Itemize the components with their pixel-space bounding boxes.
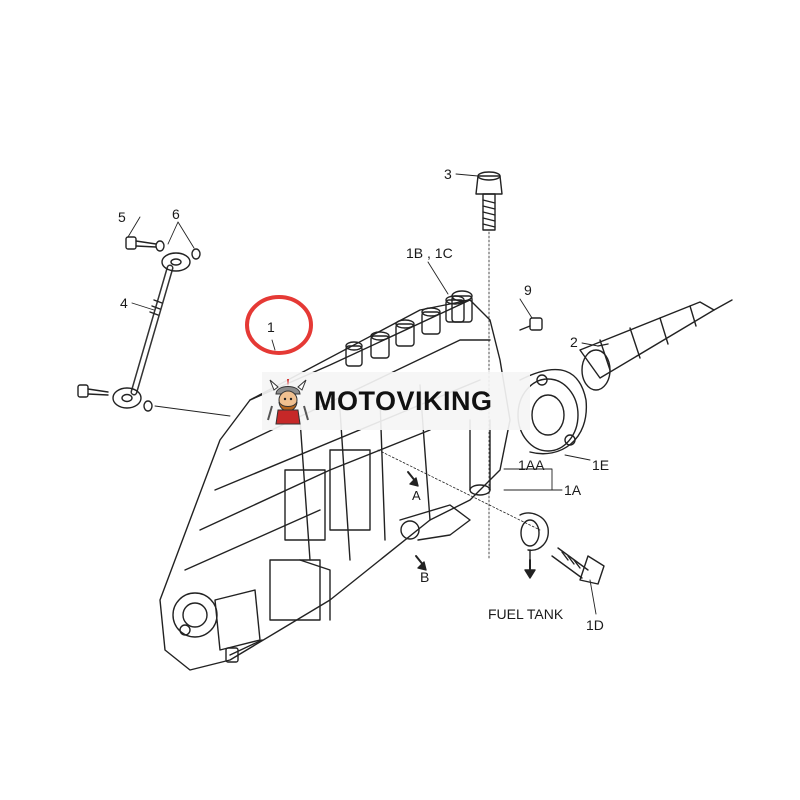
callout-9: 9 bbox=[524, 282, 532, 298]
callout-3: 3 bbox=[444, 166, 452, 182]
callout-1e: 1E bbox=[592, 457, 609, 473]
label-arrow-b: B bbox=[420, 569, 429, 585]
callout-1aa: 1AA bbox=[518, 457, 545, 473]
callout-1d: 1D bbox=[586, 617, 604, 633]
callout-1: 1 bbox=[267, 319, 275, 335]
fuel-tank-label: FUEL TANK bbox=[488, 606, 564, 622]
delivery-valve-holders bbox=[345, 290, 473, 367]
flow-arrow-a bbox=[407, 471, 419, 487]
watermark-banner: MOTOVIKING bbox=[262, 372, 530, 430]
control-rod-assembly bbox=[77, 236, 201, 412]
callout-6: 6 bbox=[172, 206, 180, 222]
injector-assembly bbox=[517, 299, 733, 455]
flow-arrow-b bbox=[415, 555, 427, 571]
pump-body bbox=[159, 299, 511, 671]
callout-4: 4 bbox=[120, 295, 128, 311]
label-arrow-a: A bbox=[412, 488, 421, 503]
screw-9 bbox=[519, 317, 543, 331]
fuel-feed-line bbox=[377, 419, 605, 585]
callout-5: 5 bbox=[118, 209, 126, 225]
callout-1b-1c: 1B , 1C bbox=[406, 245, 453, 261]
flow-arrow-fuel-tank bbox=[524, 559, 536, 579]
viking-mascot-logo bbox=[267, 379, 309, 425]
highlight-circle bbox=[245, 295, 313, 355]
leader-lines bbox=[127, 173, 599, 615]
callout-2: 2 bbox=[570, 334, 578, 350]
callout-1a: 1A bbox=[564, 482, 582, 498]
bolt-3 bbox=[475, 171, 503, 561]
brand-wordmark: MOTOVIKING bbox=[314, 385, 493, 416]
